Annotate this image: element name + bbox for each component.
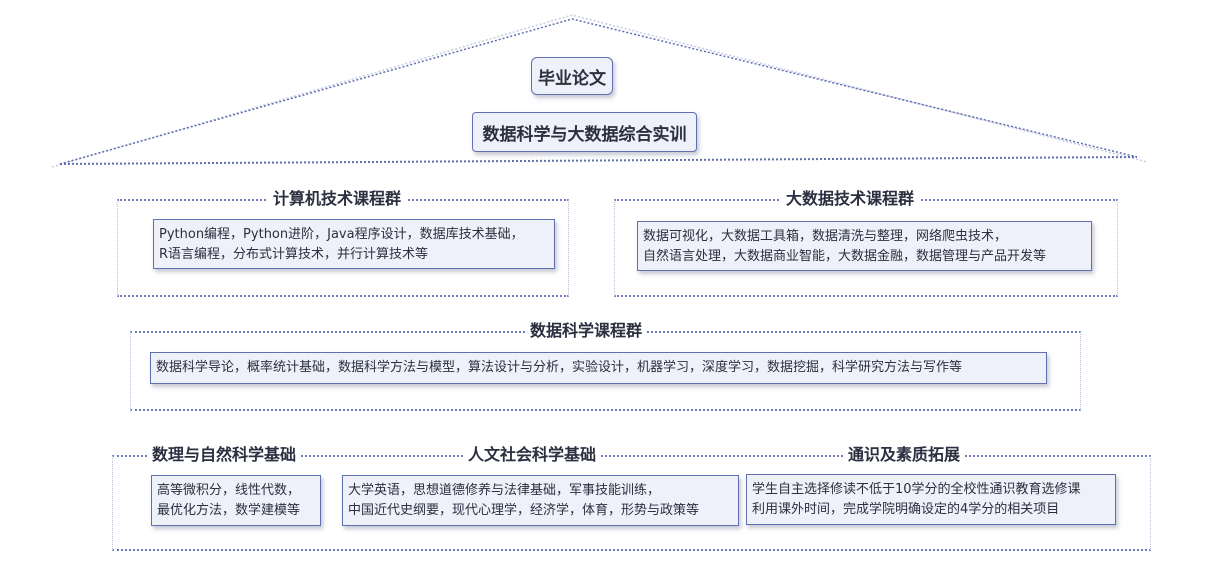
practicum-box: 数据科学与大数据综合实训 bbox=[472, 112, 697, 152]
computer-tech-courses: Python编程，Python进阶，Java程序设计，数据库技术基础， R语言编… bbox=[153, 219, 555, 269]
data-science-courses: 数据科学导论，概率统计基础，数据科学方法与模型，算法设计与分析，实验设计，机器学… bbox=[150, 352, 1047, 384]
thesis-label: 毕业论文 bbox=[538, 68, 606, 89]
practicum-label: 数据科学与大数据综合实训 bbox=[482, 124, 687, 145]
humanities-line: 大学英语，思想道德修养与法律基础，军事技能训练， bbox=[348, 483, 661, 498]
computer-tech-line: R语言编程，分布式计算技术，并行计算技术等 bbox=[159, 247, 429, 262]
math-natural-title: 数理与自然科学基础 bbox=[147, 445, 302, 465]
big-data-tech-courses: 数据可视化，大数据工具箱，数据清洗与整理，网络爬虫技术， 自然语言处理，大数据商… bbox=[637, 221, 1092, 271]
foundations-group bbox=[112, 455, 1151, 551]
general-ed-line: 利用课外时间，完成学院明确设定的4学分的相关项目 bbox=[752, 502, 1060, 517]
big-data-tech-title: 大数据技术课程群 bbox=[781, 189, 920, 209]
humanities-title: 人文社会科学基础 bbox=[463, 445, 602, 465]
humanities-line: 中国近代史纲要，现代心理学，经济学，体育，形势与政策等 bbox=[348, 503, 700, 518]
thesis-box: 毕业论文 bbox=[531, 57, 613, 95]
data-science-title: 数据科学课程群 bbox=[525, 321, 648, 341]
general-ed-title: 通识及素质拓展 bbox=[843, 445, 966, 465]
data-science-line: 数据科学导论，概率统计基础，数据科学方法与模型，算法设计与分析，实验设计，机器学… bbox=[156, 360, 963, 375]
humanities-courses: 大学英语，思想道德修养与法律基础，军事技能训练， 中国近代史纲要，现代心理学，经… bbox=[342, 475, 739, 526]
general-ed-line: 学生自主选择修读不低于10学分的全校性通识教育选修课 bbox=[752, 482, 1081, 497]
math-natural-line: 高等微积分，线性代数， bbox=[157, 483, 301, 498]
big-data-tech-line: 数据可视化，大数据工具箱，数据清洗与整理，网络爬虫技术， bbox=[643, 229, 1008, 244]
general-ed-courses: 学生自主选择修读不低于10学分的全校性通识教育选修课 利用课外时间，完成学院明确… bbox=[746, 474, 1116, 525]
math-natural-line: 最优化方法，数学建模等 bbox=[157, 503, 301, 518]
big-data-tech-line: 自然语言处理，大数据商业智能，大数据金融，数据管理与产品开发等 bbox=[643, 249, 1047, 264]
computer-tech-line: Python编程，Python进阶，Java程序设计，数据库技术基础， bbox=[159, 227, 524, 242]
computer-tech-title: 计算机技术课程群 bbox=[268, 189, 407, 209]
math-natural-courses: 高等微积分，线性代数， 最优化方法，数学建模等 bbox=[151, 475, 321, 526]
